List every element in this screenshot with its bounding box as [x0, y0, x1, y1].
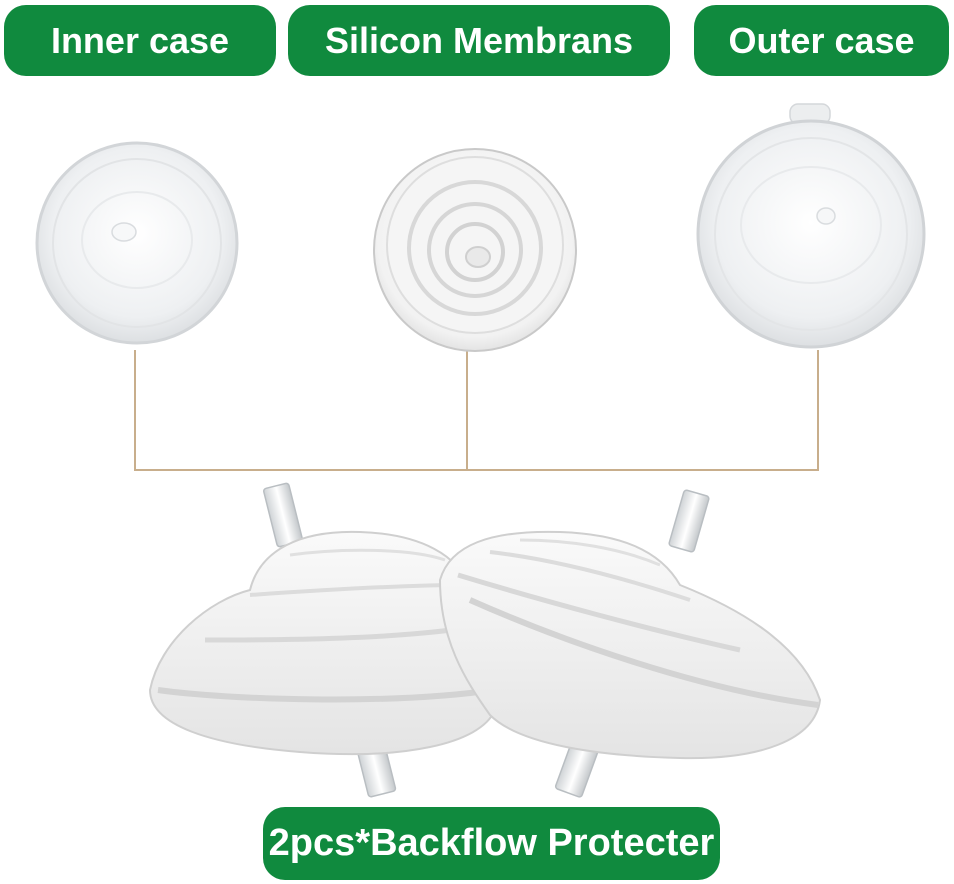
backflow-protector-left-icon — [148, 482, 501, 798]
outer-case-label: Outer case — [694, 5, 949, 76]
connector-lines — [134, 350, 819, 471]
backflow-protector-right-icon — [438, 489, 822, 798]
silicon-membrane-disc-icon — [373, 148, 577, 352]
outer-case-cap-icon — [696, 103, 926, 349]
silicon-membrane-label: Silicon Membrans — [288, 5, 670, 76]
backflow-protector-label: 2pcs*Backflow Protecter — [263, 807, 720, 880]
inner-case-label: Inner case — [4, 5, 276, 76]
inner-case-disc-icon — [35, 141, 239, 345]
